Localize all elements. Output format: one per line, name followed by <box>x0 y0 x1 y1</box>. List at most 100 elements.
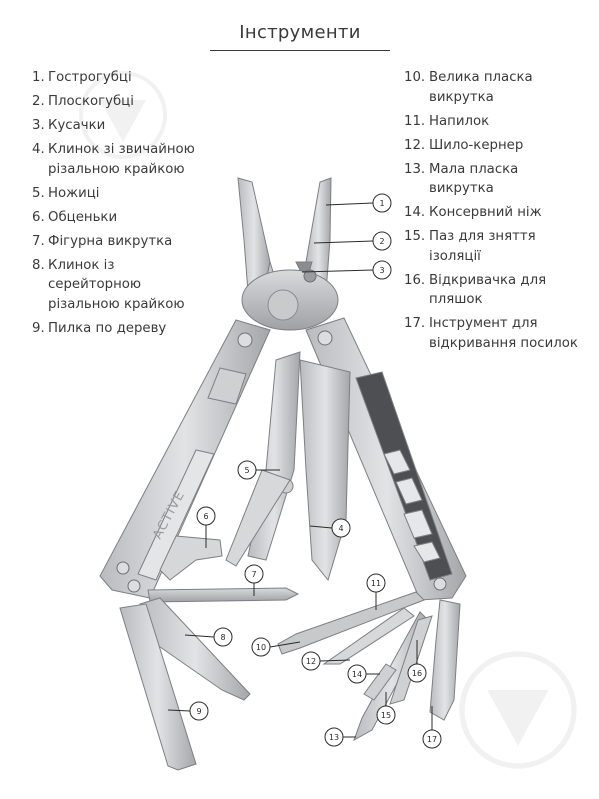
callout-7: 7 <box>244 564 264 584</box>
legend-number: 1. <box>32 70 45 85</box>
legend-label: Клинок із серейторною різальною крайкою <box>48 257 185 312</box>
callout-number: 7 <box>251 570 256 579</box>
legend-number: 11. <box>404 113 426 129</box>
callout-number: 2 <box>379 237 384 246</box>
legend-number: 7. <box>32 233 45 249</box>
legend-label: Плоскогубці <box>48 94 134 109</box>
legend-label: Фігурна викрутка <box>48 233 173 249</box>
callout-10: 10 <box>251 637 271 657</box>
callout-number: 16 <box>412 669 422 678</box>
legend-number: 13. <box>404 161 426 177</box>
legend-number: 3. <box>32 118 45 133</box>
bottle-opener <box>389 615 433 705</box>
legend-item: 1.Гострогубці <box>32 68 252 88</box>
legend-item: 15.Паз для зняття ізоляції <box>404 227 594 266</box>
legend-label: Ножиці <box>48 185 100 201</box>
legend-label: Велика пласка викрутка <box>429 70 533 105</box>
legend-item: 11.Напилок <box>404 112 594 132</box>
callout-15: 15 <box>376 705 396 725</box>
legend-number: 5. <box>32 185 45 201</box>
legend-right: 10.Велика пласка викрутка 11.Напилок 12.… <box>404 68 594 358</box>
pliers-pivot <box>241 269 339 331</box>
legend-number: 12. <box>404 137 426 153</box>
legend-item: 6.Обценьки <box>32 208 252 228</box>
callout-1: 1 <box>372 193 392 213</box>
legend-item: 16.Відкривачка для пляшок <box>404 271 594 310</box>
legend-number: 9. <box>32 320 45 336</box>
callout-markers: 1 2 3 4 5 6 7 8 9 10 11 12 13 14 15 16 1… <box>189 193 442 749</box>
legend-label: Консервний ніж <box>429 205 542 220</box>
legend-number: 14. <box>404 205 426 220</box>
awl <box>322 607 415 665</box>
legend-item: 9.Пилка по дереву <box>32 319 252 339</box>
legend-label: Мала пласка викрутка <box>429 161 519 197</box>
legend-item: 8.Клинок із серейторною різальною крайко… <box>32 256 252 315</box>
callout-number: 8 <box>220 633 225 642</box>
callout-number: 4 <box>338 524 343 533</box>
legend-label: Клинок зі звичайною різальною крайкою <box>48 142 195 177</box>
legend-label: Шило-кернер <box>429 137 524 153</box>
package-opener <box>429 599 461 721</box>
file <box>277 591 425 655</box>
legend-label: Відкривачка для пляшок <box>429 272 547 308</box>
callout-8: 8 <box>213 627 233 647</box>
legend-item: 4.Клинок зі звичайною різальною крайкою <box>32 140 252 179</box>
legend-item: 17.Інструмент для відкривання посилок <box>404 314 594 353</box>
watermark-triangle-icon <box>459 651 577 769</box>
legend-label: Пилка по дереву <box>48 320 167 336</box>
plain-blade <box>299 359 351 582</box>
callout-number: 6 <box>203 512 208 521</box>
callout-6: 6 <box>196 506 216 526</box>
legend-label: Інструмент для відкривання посилок <box>429 316 578 351</box>
callout-9: 9 <box>189 701 209 721</box>
legend-number: 17. <box>404 316 426 331</box>
legend-number: 16. <box>404 272 426 288</box>
page-title: Інструменти <box>239 22 361 43</box>
callout-12: 12 <box>301 651 321 671</box>
callout-number: 11 <box>371 579 381 588</box>
callout-number: 13 <box>329 733 339 742</box>
callouts <box>167 202 433 738</box>
legend-item: 13.Мала пласка викрутка <box>404 160 594 199</box>
legend-label: Паз для зняття ізоляції <box>429 229 536 264</box>
callout-number: 17 <box>427 735 437 744</box>
callout-number: 12 <box>306 657 316 666</box>
callout-3: 3 <box>372 260 392 280</box>
callout-5: 5 <box>237 460 257 480</box>
watermark-triangle-icon <box>79 71 167 159</box>
legend-number: 2. <box>32 94 45 109</box>
phillips-screwdriver <box>147 587 300 603</box>
left-handle <box>99 319 271 599</box>
legend-number: 15. <box>404 229 426 244</box>
callout-2: 2 <box>372 231 392 251</box>
callout-number: 10 <box>256 643 266 652</box>
wood-saw <box>119 603 197 771</box>
callout-number: 14 <box>352 670 362 679</box>
callout-14: 14 <box>347 664 367 684</box>
legend-item: 14.Консервний ніж <box>404 203 594 223</box>
legend-number: 4. <box>32 142 45 157</box>
callout-number: 5 <box>244 466 249 475</box>
callout-number: 3 <box>379 266 384 275</box>
scissors <box>225 351 301 567</box>
legend-item: 2.Плоскогубці <box>32 92 252 112</box>
legend-number: 10. <box>404 70 426 85</box>
legend-label: Обценьки <box>48 209 118 225</box>
legend-item: 5.Ножиці <box>32 184 252 204</box>
callout-number: 1 <box>379 199 384 208</box>
callout-4: 4 <box>331 518 351 538</box>
legend-number: 6. <box>32 209 45 225</box>
callout-11: 11 <box>366 573 386 593</box>
callout-13: 13 <box>324 727 344 747</box>
legend-item: 7.Фігурна викрутка <box>32 232 252 252</box>
legend-label: Напилок <box>429 113 490 129</box>
legend-item: 10.Велика пласка викрутка <box>404 68 594 107</box>
can-opener <box>363 663 397 701</box>
legend-label: Кусачки <box>48 118 106 133</box>
legend-item: 12.Шило-кернер <box>404 136 594 156</box>
callout-17: 17 <box>422 729 442 749</box>
title-underline <box>210 50 390 51</box>
legend-number: 8. <box>32 257 45 273</box>
legend-left: 1.Гострогубці 2.Плоскогубці 3.Кусачки 4.… <box>32 68 252 343</box>
